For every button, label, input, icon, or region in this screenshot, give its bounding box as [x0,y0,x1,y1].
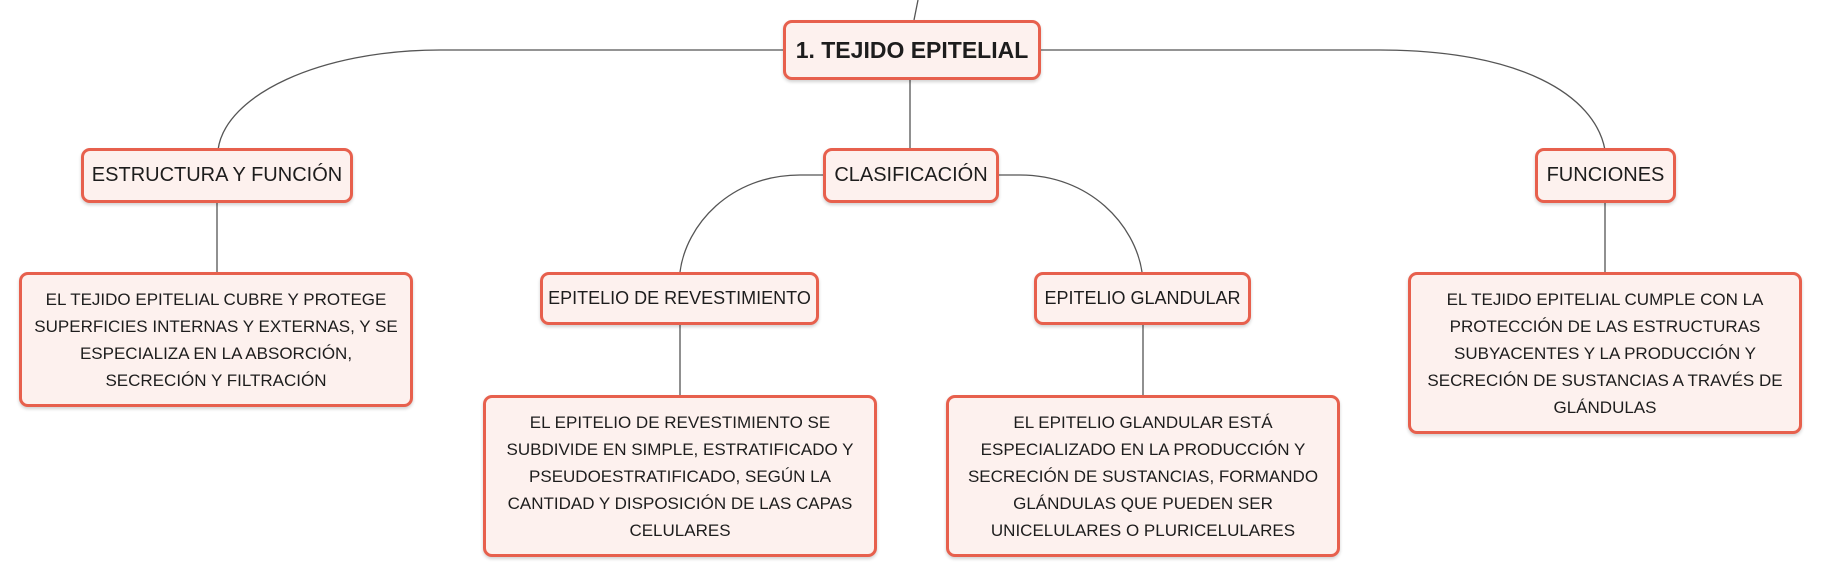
connector-root-funciones [1040,49,1606,151]
node-estructura-y-funcion[interactable]: ESTRUCTURA Y FUNCIÓN [81,148,353,203]
connector-clasificacion-glandular [998,174,1143,273]
node-funciones[interactable]: FUNCIONES [1535,148,1676,203]
estructura-description-node[interactable]: EL TEJIDO EPITELIAL CUBRE Y PROTEGE SUPE… [19,272,413,407]
node-epitelio-revestimiento[interactable]: EPITELIO DE REVESTIMIENTO [540,272,819,325]
revestimiento-description: EL EPITELIO DE REVESTIMIENTO SE SUBDIVID… [506,412,854,540]
node-clasificacion[interactable]: CLASIFICACIÓN [823,148,999,203]
estructura-label: ESTRUCTURA Y FUNCIÓN [91,164,343,186]
glandular-description: EL EPITELIO GLANDULAR ESTÁ ESPECIALIZADO… [967,412,1319,540]
node-epitelio-glandular[interactable]: EPITELIO GLANDULAR [1034,272,1251,325]
estructura-description: EL TEJIDO EPITELIAL CUBRE Y PROTEGE SUPE… [34,289,398,390]
funciones-description-node[interactable]: EL TEJIDO EPITELIAL CUMPLE CON LA PROTEC… [1408,272,1802,434]
connector-incoming [913,0,919,21]
glandular-label: EPITELIO GLANDULAR [1044,288,1241,308]
glandular-description-node[interactable]: EL EPITELIO GLANDULAR ESTÁ ESPECIALIZADO… [946,395,1340,557]
funciones-label: FUNCIONES [1546,164,1665,186]
connector-root-estructura [217,49,783,151]
clasificacion-label: CLASIFICACIÓN [834,164,988,186]
connector-clasificacion-revestimiento [679,174,823,273]
revestimiento-label: EPITELIO DE REVESTIMIENTO [548,288,811,308]
root-node[interactable]: 1. TEJIDO EPITELIAL [783,20,1041,80]
root-label: 1. TEJIDO EPITELIAL [795,36,1029,63]
revestimiento-description-node[interactable]: EL EPITELIO DE REVESTIMIENTO SE SUBDIVID… [483,395,877,557]
funciones-description: EL TEJIDO EPITELIAL CUMPLE CON LA PROTEC… [1427,289,1783,417]
